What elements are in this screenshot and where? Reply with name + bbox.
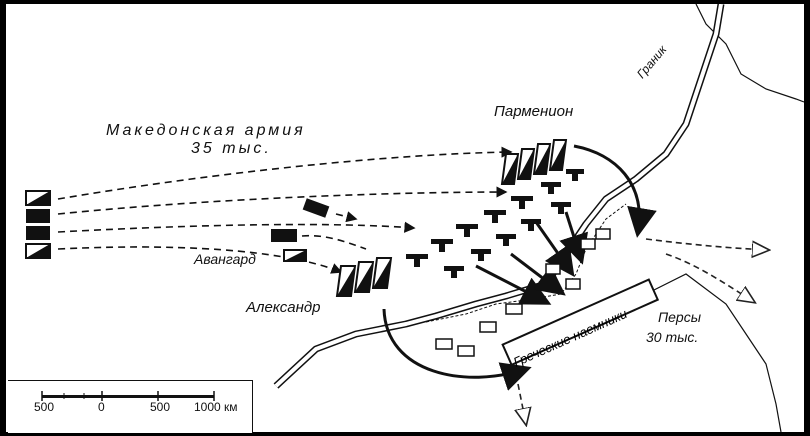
parmenion-label: Парменион: [494, 103, 574, 120]
army-label-line2: 35 тыс.: [191, 140, 272, 157]
greek-mercenaries-block: [501, 278, 660, 367]
army-label-line1: Македонская армия: [106, 122, 306, 139]
approach-arrows: [57, 146, 513, 274]
battle-map: Македонская армия 35 тыс. Парменион Аван…: [6, 4, 804, 433]
scale-tick-500-right: 500: [150, 400, 171, 414]
attack-arrows: [382, 144, 657, 391]
persian-retreat-arrows: [518, 238, 768, 424]
macedonian-reserve-units: [25, 190, 330, 262]
alexander-label: Александр: [246, 299, 321, 316]
persian-units: [435, 228, 611, 357]
persians-label-line2: 30 тыс.: [646, 329, 699, 345]
phalanx-units: [406, 169, 584, 278]
terrain-edge-north: [695, 4, 804, 103]
map-drawing: [25, 4, 804, 432]
scale-tick-0: 0: [98, 400, 105, 414]
scale-bar: 500 0 500 1000 км: [8, 380, 253, 433]
scale-tick-1000: 1000 км: [194, 400, 238, 414]
vanguard-label: Авангард: [194, 251, 256, 267]
terrain-edge-east: [645, 273, 782, 432]
scale-bar-graphic: [41, 391, 215, 401]
persians-label-line1: Персы: [658, 309, 702, 325]
macedonian-front-line: [335, 139, 584, 297]
scale-tick-500-left: 500: [34, 400, 55, 414]
